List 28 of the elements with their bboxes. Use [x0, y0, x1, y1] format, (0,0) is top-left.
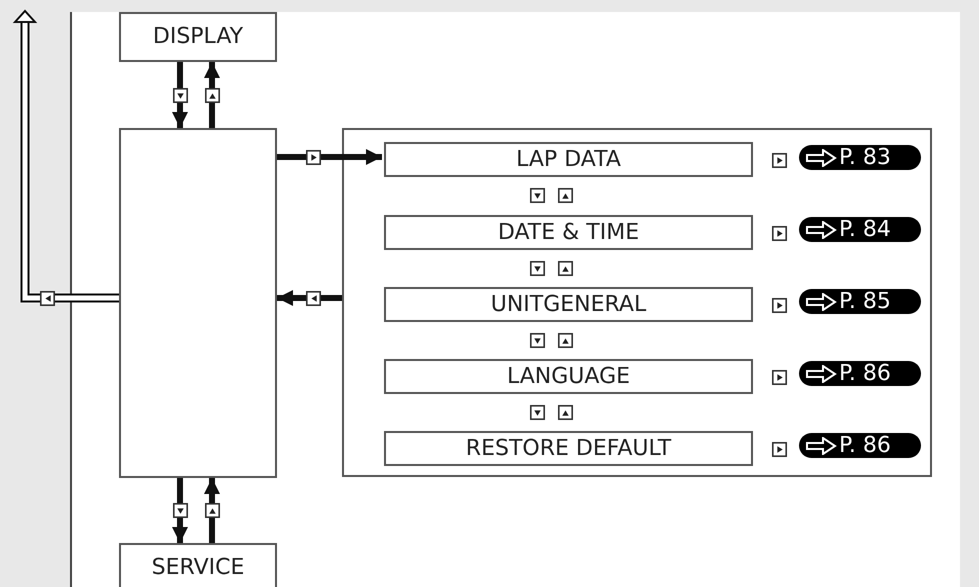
arrow [277, 290, 342, 306]
arrow [204, 62, 220, 128]
box-label: RESTORE DEFAULT [466, 438, 672, 460]
page-reference: P. 86 [839, 434, 891, 456]
box-label: SERVICE [152, 557, 244, 579]
box-label: DATE & TIME [498, 222, 640, 244]
menu-box [384, 142, 753, 177]
menu-box [119, 12, 277, 62]
page-reference: P. 85 [839, 290, 891, 312]
arrow [172, 478, 188, 543]
menu-box [384, 431, 753, 466]
box-label: LANGUAGE [506, 366, 630, 388]
arrow [204, 478, 220, 543]
arrow [277, 149, 382, 165]
box-label: DISPLAY [152, 26, 244, 48]
page-reference: P. 84 [839, 218, 891, 240]
panel-box [119, 128, 277, 478]
menu-box [119, 543, 277, 587]
box-label: LAP DATA [516, 148, 621, 170]
arrow [172, 62, 188, 128]
menu-box [384, 359, 753, 394]
menu-box [384, 215, 753, 250]
menu-box [384, 287, 753, 322]
panel-box [342, 128, 932, 477]
page-reference: P. 86 [839, 362, 891, 384]
box-label: UNITGENERAL [490, 294, 646, 316]
page-reference: P. 83 [839, 146, 891, 168]
hollow-arrow [12, 10, 119, 302]
